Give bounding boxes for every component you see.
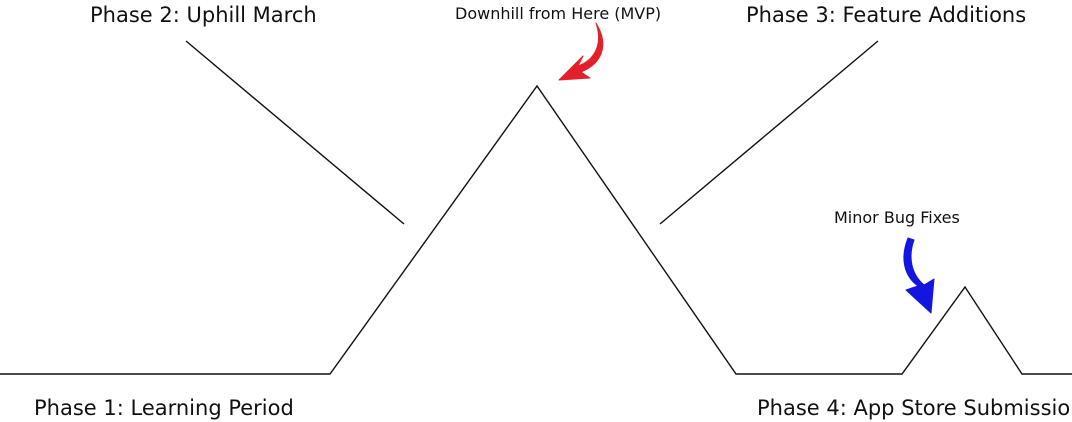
- phase2-label: Phase 2: Uphill March: [90, 3, 317, 27]
- phase2-pointer-line: [185, 40, 405, 225]
- phase1-label: Phase 1: Learning Period: [34, 396, 294, 420]
- mvp-arrow-icon: [558, 22, 604, 81]
- phase3-label: Phase 3: Feature Additions: [746, 3, 1026, 27]
- phase3-pointer-line: [659, 40, 879, 225]
- mvp-annotation: Downhill from Here (MVP): [455, 4, 661, 23]
- bug-fix-arrow-icon: [903, 237, 935, 314]
- timeline-path: [0, 84, 1072, 375]
- bug-fixes-annotation: Minor Bug Fixes: [834, 208, 960, 227]
- phase4-label: Phase 4: App Store Submission: [757, 396, 1072, 420]
